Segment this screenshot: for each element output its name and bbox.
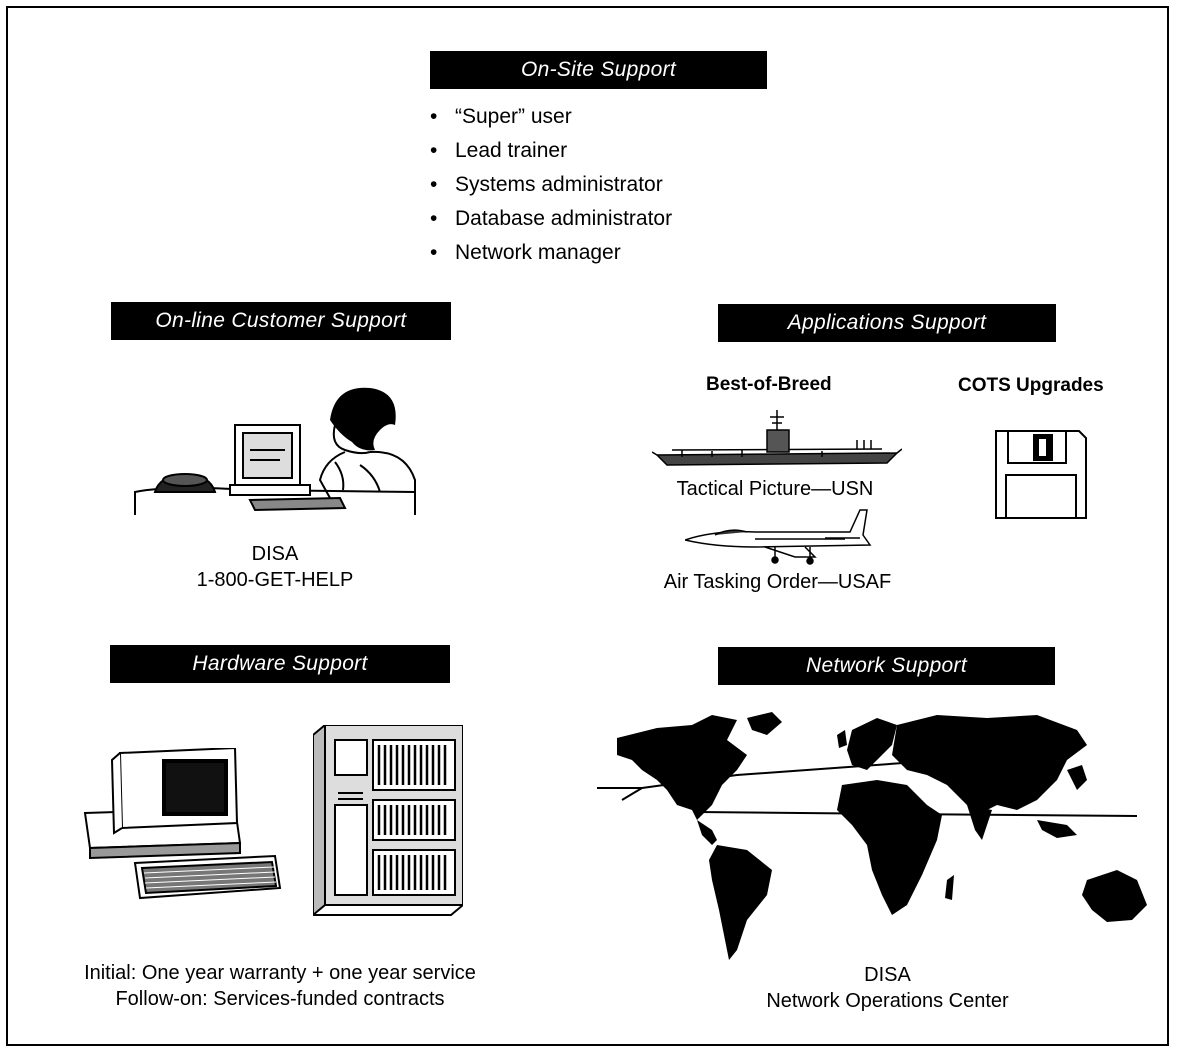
aircraft-carrier-icon [652,410,902,466]
desktop-computer-icon [83,748,282,900]
computer-user-phone-icon [134,387,416,515]
onsite-support-header: On-Site Support [430,51,767,89]
air-tasking-order-caption: Air Tasking Order—USAF [663,571,892,593]
server-cabinet-icon [313,725,463,917]
hardware-support-caption: Initial: One year warranty + one year se… [84,962,476,1010]
floppy-disk-icon [995,430,1087,519]
cots-upgrades-label: COTS Upgrades [958,375,1104,396]
list-item: •Lead trainer [430,139,568,162]
fighter-jet-icon [685,509,872,565]
network-support-header: Network Support [718,647,1055,685]
world-map-icon [597,712,1147,960]
figure-frame [6,6,1169,1046]
network-support-caption: DISA Network Operations Center [766,964,1009,1012]
list-item: •Network manager [430,241,621,264]
tactical-picture-caption: Tactical Picture—USN [676,478,874,500]
best-of-breed-label: Best-of-Breed [706,374,832,395]
hardware-support-header: Hardware Support [110,645,450,683]
online-support-caption: DISA 1-800-GET-HELP [196,543,354,591]
online-support-header: On-line Customer Support [111,302,451,340]
applications-support-header: Applications Support [718,304,1056,342]
list-item: •Systems administrator [430,173,663,196]
list-item: •Database administrator [430,207,673,230]
onsite-support-list: •“Super” user •Lead trainer •Systems adm… [430,100,672,270]
list-item: •“Super” user [430,105,572,128]
